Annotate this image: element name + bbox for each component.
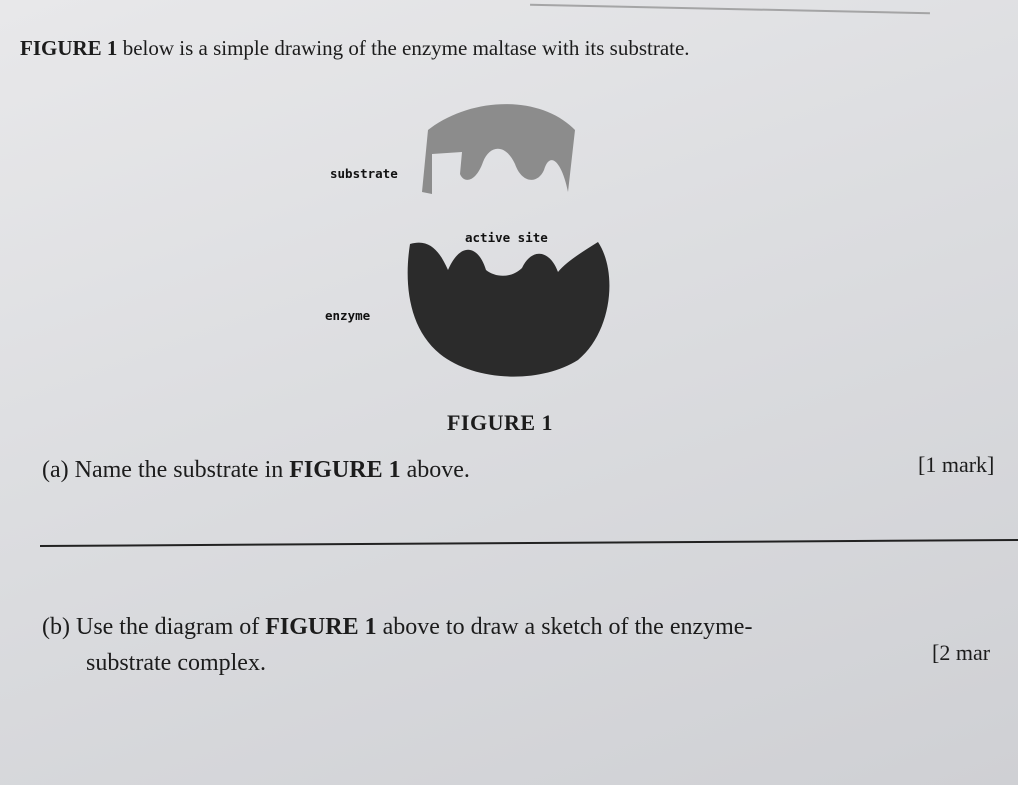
intro-figure-ref: FIGURE 1 — [20, 36, 118, 60]
paper-edge — [530, 3, 930, 15]
question-b-suffix: above to draw a sketch of the enzyme- — [376, 614, 753, 640]
question-b-line2: substrate complex. — [86, 650, 266, 676]
active-site-label: active site — [465, 230, 548, 245]
question-a: (a) Name the substrate in FIGURE 1 above… — [42, 457, 470, 484]
enzyme-shape — [407, 242, 610, 377]
question-b-prefix: (b) Use the diagram of — [42, 614, 266, 640]
question-a-marks: [1 mark] — [918, 452, 995, 477]
question-b-marks: [2 mar — [932, 640, 991, 665]
enzyme-substrate-drawing — [407, 104, 610, 377]
question-a-suffix: above. — [400, 457, 470, 483]
intro-text: FIGURE 1 below is a simple drawing of th… — [20, 36, 980, 61]
question-a-figure-ref: FIGURE 1 — [289, 457, 401, 483]
question-a-prefix: (a) Name the substrate in — [42, 457, 290, 483]
answer-line — [40, 539, 1018, 547]
enzyme-label: enzyme — [325, 308, 371, 323]
intro-sentence: below is a simple drawing of the enzyme … — [117, 36, 690, 60]
question-b-figure-ref: FIGURE 1 — [265, 614, 377, 640]
substrate-label: substrate — [330, 166, 398, 181]
figure-caption: FIGURE 1 — [446, 410, 554, 435]
figure-1: substrate active site enzyme — [300, 92, 630, 392]
substrate-shape — [422, 104, 575, 194]
question-b: (b) Use the diagram of FIGURE 1 above to… — [42, 614, 752, 641]
